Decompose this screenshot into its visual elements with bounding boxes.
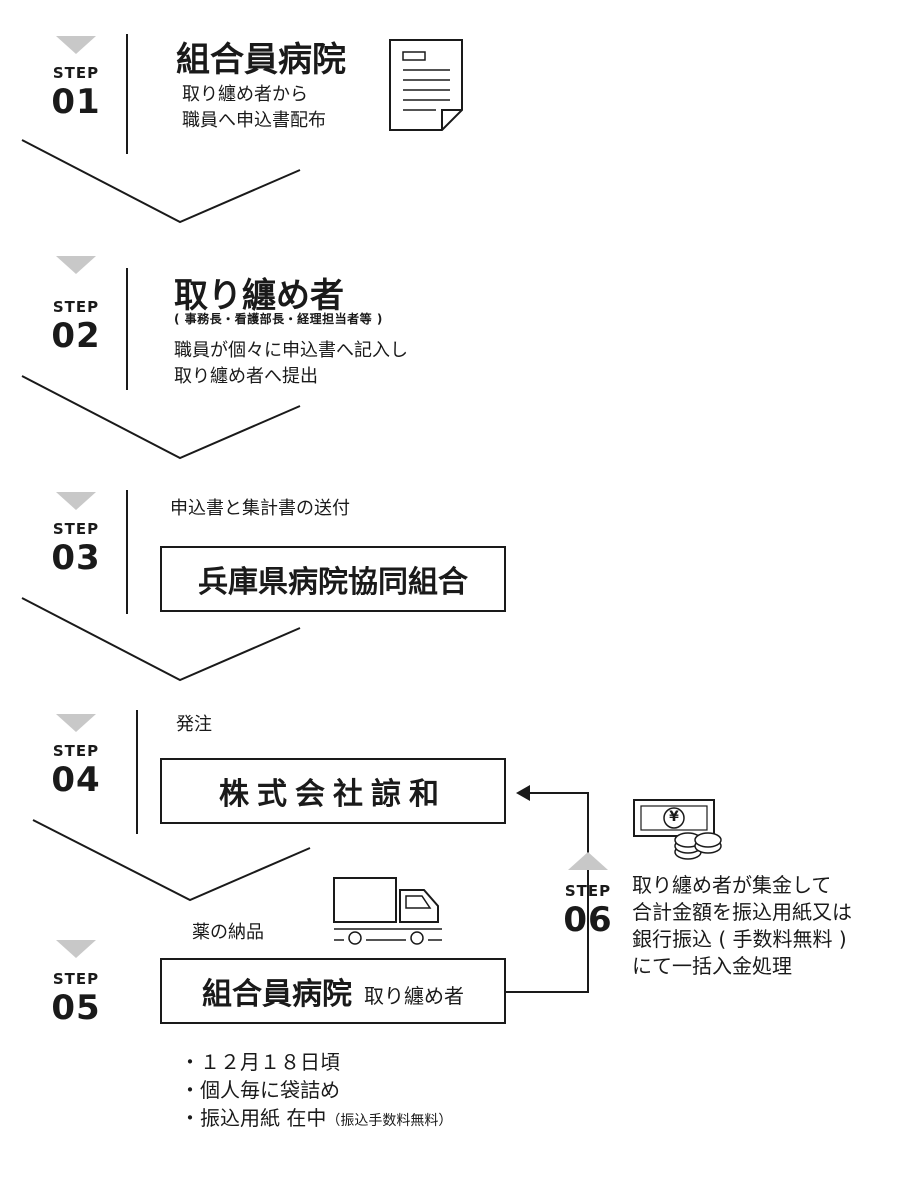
step5-note-date: ・１２月１８日頃 <box>180 1050 340 1074</box>
step1-label: STEP <box>52 64 100 82</box>
step5-note-payment-text: ・振込用紙 在中 <box>180 1106 327 1130</box>
step3-triangle <box>56 492 96 510</box>
return-line <box>506 792 589 993</box>
step2-divider <box>126 268 128 390</box>
step5-note-packing: ・個人毎に袋詰め <box>180 1078 340 1102</box>
chevron-2 <box>21 375 301 460</box>
step5-note-fee-free: （振込手数料無料） <box>326 1113 453 1129</box>
step4-company-box: 株式会社諒和 <box>160 758 506 824</box>
step1-divider <box>126 34 128 154</box>
step5-hospital-name: 組合員病院 <box>202 977 352 1012</box>
step3-org-name: 兵庫県病院協同組合 <box>198 565 468 600</box>
step4-label: STEP <box>52 742 100 760</box>
step4-divider <box>136 710 138 834</box>
chevron-3 <box>21 597 301 682</box>
step2-desc-2: 取り纏め者へ提出 <box>174 366 318 387</box>
step4-number: 04 <box>51 760 101 800</box>
step2-subtitle: ( 事務長・看護部長・経理担当者等 ) <box>174 312 383 326</box>
step2-desc-1: 職員が個々に申込書へ記入し <box>174 340 408 361</box>
step6-desc-1: 取り纏め者が集金して <box>632 873 832 897</box>
step2-number: 02 <box>51 316 101 356</box>
step3-org-box: 兵庫県病院協同組合 <box>160 546 506 612</box>
step1-triangle <box>56 36 96 54</box>
step6-number: 06 <box>563 900 613 940</box>
step1-title: 組合員病院 <box>176 40 346 80</box>
step5-note-payment-slip: ・振込用紙 在中（振込手数料無料） <box>180 1104 452 1135</box>
step5-notes: ・１２月１８日頃 ・個人毎に袋詰め ・振込用紙 在中（振込手数料無料） <box>180 1048 452 1135</box>
step5-coordinator: 取り纏め者 <box>364 983 464 1008</box>
chevron-4 <box>32 819 311 902</box>
step4-triangle <box>56 714 96 732</box>
step6-desc-3: 銀行振込 ( 手数料無料 ) <box>632 927 847 951</box>
step5-delivery-caption: 薬の納品 <box>192 922 264 943</box>
step6-desc-2: 合計金額を振込用紙又は <box>632 900 852 924</box>
step1-number: 01 <box>51 82 101 122</box>
step5-number: 05 <box>51 988 101 1028</box>
step1-desc-2: 職員へ申込書配布 <box>182 110 326 131</box>
step5-hospital-box: 組合員病院 取り纏め者 <box>160 958 506 1024</box>
step6-triangle <box>568 852 608 870</box>
step2-title: 取り纏め者 <box>174 276 344 316</box>
step4-company-name: 株式会社諒和 <box>219 777 447 812</box>
step1-desc-1: 取り纏め者から <box>182 84 308 105</box>
step3-caption: 申込書と集計書の送付 <box>170 498 350 519</box>
step4-caption: 発注 <box>176 714 212 735</box>
return-arrow-head <box>516 785 530 801</box>
step2-label: STEP <box>52 298 100 316</box>
step3-number: 03 <box>51 538 101 578</box>
step3-divider <box>126 490 128 614</box>
yen-symbol: ¥ <box>669 809 679 825</box>
step6-label: STEP <box>564 882 612 900</box>
step3-label: STEP <box>52 520 100 538</box>
chevron-1 <box>21 139 301 224</box>
step2-triangle <box>56 256 96 274</box>
step5-triangle <box>56 940 96 958</box>
step6-desc-4: にて一括入金処理 <box>632 954 792 978</box>
step5-label: STEP <box>52 970 100 988</box>
